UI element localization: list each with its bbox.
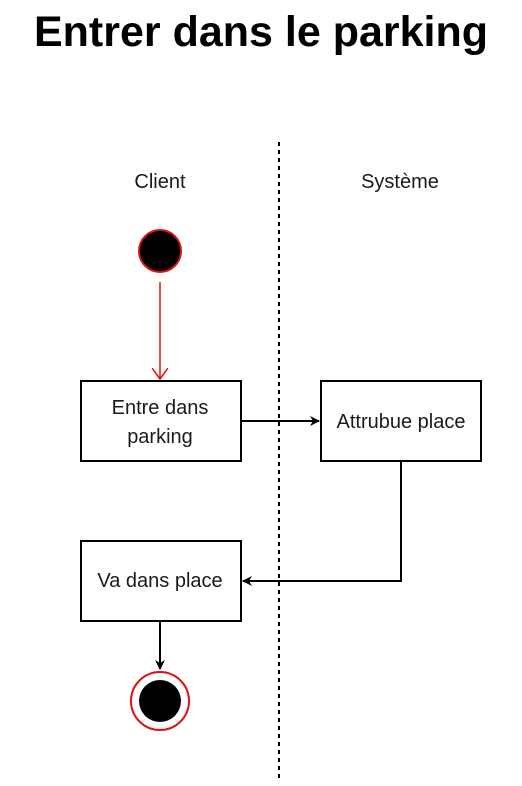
initial-node [138,229,182,273]
final-node [130,671,190,731]
lane-label-client: Client [134,171,186,193]
action-attribue-label: Attrubue place [337,411,466,433]
action-entre-label-line2: parking [127,426,193,448]
diagram-title: Entrer dans le parking [33,8,489,56]
action-entre-dans-parking: Entre dans parking [80,380,242,462]
action-attribue-place: Attrubue place [320,380,482,462]
lane-label-system: Système [361,171,439,193]
flow-attribue-to-va [242,461,402,586]
action-va-label: Va dans place [97,570,222,592]
action-va-dans-place: Va dans place [80,540,242,622]
action-entre-label-line1: Entre dans [112,397,209,419]
